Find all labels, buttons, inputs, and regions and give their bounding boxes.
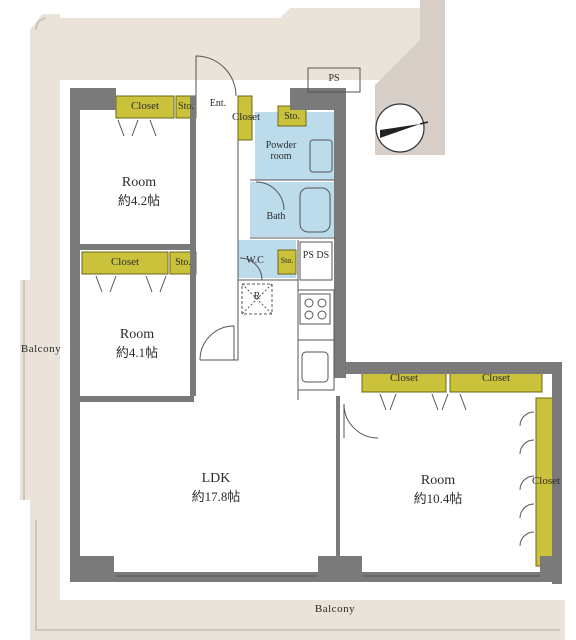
- walls: [70, 88, 562, 584]
- stove: [299, 293, 331, 325]
- closet-label: Closet: [231, 111, 261, 123]
- room-size: 約4.2帖: [117, 193, 161, 208]
- wall: [70, 88, 116, 110]
- fixtures: [241, 139, 333, 383]
- closet-door-swing: [117, 119, 157, 137]
- closet-doors: [95, 119, 535, 547]
- ps-ds-label: PS DS: [302, 250, 330, 261]
- room-name: Room: [121, 175, 157, 190]
- closet-shape: [81, 251, 169, 275]
- ps-outline: [307, 67, 361, 93]
- wall: [190, 96, 196, 396]
- burner: [304, 298, 314, 308]
- bath-area: [250, 182, 335, 237]
- wall: [552, 362, 562, 584]
- room-name: Room: [119, 327, 155, 342]
- closet-door-swing: [95, 275, 167, 293]
- wall: [70, 396, 194, 402]
- burner: [304, 310, 314, 320]
- room-size: 約10.4帖: [413, 491, 463, 506]
- closet-label: Closet: [389, 372, 419, 384]
- entrance-door-swing: [195, 55, 237, 97]
- closet-label: Closet: [110, 256, 140, 268]
- sto-label: Sto.: [280, 256, 294, 265]
- closet-shape: [237, 95, 253, 141]
- bath-label: Bath: [266, 211, 286, 222]
- powder-room-label: Powder room: [265, 140, 297, 162]
- north-arrow-icon: [375, 103, 429, 153]
- psds-box: [299, 241, 333, 281]
- room-door-swing: [343, 403, 379, 439]
- wall: [290, 88, 338, 110]
- closet-label: Closet: [481, 372, 511, 384]
- wc-door-swing: [239, 257, 263, 281]
- room-name: LDK: [201, 471, 231, 486]
- ps-label: PS: [328, 73, 340, 84]
- closet-label: Closet: [531, 475, 561, 487]
- wall: [540, 556, 562, 582]
- balcony-label: Balcony: [20, 343, 62, 355]
- balcony-area: [60, 8, 440, 80]
- partitions: [200, 67, 361, 400]
- wall: [70, 88, 80, 582]
- balcony-label: Balcony: [314, 603, 356, 615]
- wc-label: W.C: [246, 255, 264, 266]
- interior-floor: [78, 92, 560, 580]
- kitchen-counter: [297, 289, 335, 391]
- wall: [334, 88, 346, 378]
- wall: [70, 572, 562, 582]
- room-name: Room: [420, 473, 456, 488]
- wall: [336, 396, 340, 572]
- sto-label: Sto.: [284, 111, 300, 122]
- sto-label: Sto.: [175, 257, 191, 268]
- room-label-4-2: Room 約4.2帖: [100, 175, 178, 208]
- room-label-4-1: Room 約4.1帖: [98, 327, 176, 360]
- closet-door-swing: [519, 411, 535, 547]
- burner: [317, 298, 327, 308]
- room-label-10-4: Room 約10.4帖: [398, 473, 478, 506]
- sink: [301, 351, 329, 383]
- wall: [70, 244, 194, 250]
- door-swings: [195, 55, 379, 439]
- refrigerator-space: [241, 283, 273, 315]
- sto-label: Sto.: [178, 101, 194, 112]
- burner: [317, 310, 327, 320]
- room-size: 約4.1帖: [115, 345, 159, 360]
- room-door-swing: [199, 325, 235, 361]
- terrace-edge: [23, 17, 560, 631]
- closet-label: Closet: [130, 100, 160, 112]
- wall: [334, 362, 562, 374]
- room-size: 約17.8帖: [191, 489, 241, 504]
- washbasin: [309, 139, 333, 173]
- entrance-label: Ent.: [209, 98, 227, 109]
- refrigerator-label: R: [253, 291, 261, 302]
- bath-door-swing: [255, 181, 285, 211]
- refrigerator-space: [241, 283, 273, 315]
- bathtub: [299, 187, 331, 233]
- sto-shape: [277, 249, 297, 275]
- ldk-label: LDK 約17.8帖: [176, 471, 256, 504]
- partition: [200, 140, 335, 400]
- closet-door-swing: [379, 393, 467, 411]
- wall: [70, 556, 114, 582]
